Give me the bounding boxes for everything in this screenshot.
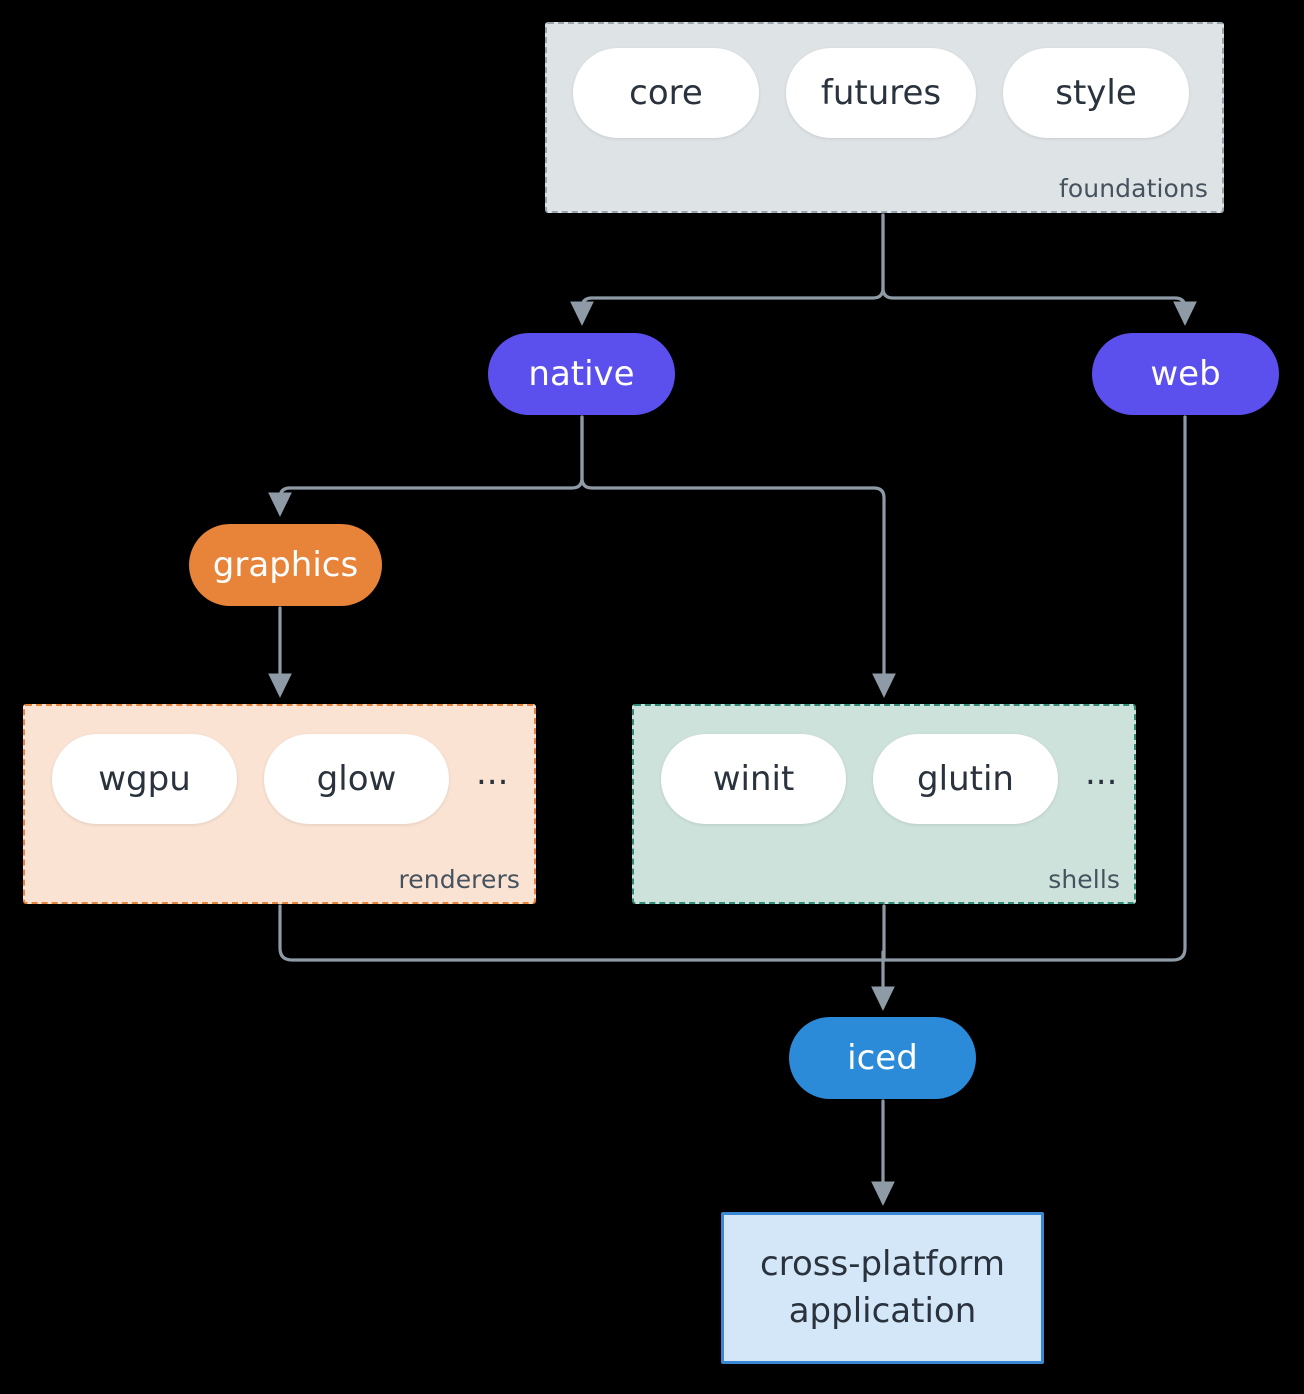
node-graphics[interactable]: graphics — [189, 524, 382, 606]
renderers-members: wgpu glow ... — [52, 734, 508, 824]
group-label-foundations: foundations — [1059, 174, 1208, 203]
leaf-style[interactable]: style — [1003, 48, 1189, 138]
edge-renderers-iced — [278, 904, 885, 962]
leaf-glow[interactable]: glow — [264, 734, 449, 824]
node-cross-platform-application[interactable]: cross-platform application — [721, 1212, 1044, 1364]
shells-members: winit glutin ... — [661, 734, 1117, 824]
group-renderers[interactable]: wgpu glow ... renderers — [23, 704, 536, 904]
leaf-futures[interactable]: futures — [786, 48, 976, 138]
edge-foundations-web — [881, 213, 1197, 326]
node-native[interactable]: native — [488, 333, 675, 415]
edge-native-shells — [580, 415, 896, 698]
application-line-1: cross-platform — [760, 1244, 1005, 1285]
leaf-wgpu[interactable]: wgpu — [52, 734, 237, 824]
renderers-overflow-ellipsis: ... — [476, 753, 509, 793]
edge-native-graphics — [268, 415, 584, 517]
node-iced[interactable]: iced — [789, 1017, 976, 1099]
group-label-shells: shells — [1048, 865, 1120, 894]
application-line-2: application — [788, 1291, 977, 1331]
foundations-members: core futures style — [573, 48, 1189, 138]
leaf-glutin[interactable]: glutin — [873, 734, 1058, 824]
group-shells[interactable]: winit glutin ... shells — [632, 704, 1136, 904]
group-foundations[interactable]: core futures style foundations — [545, 22, 1224, 213]
shells-overflow-ellipsis: ... — [1085, 753, 1118, 793]
leaf-core[interactable]: core — [573, 48, 759, 138]
leaf-winit[interactable]: winit — [661, 734, 846, 824]
group-label-renderers: renderers — [398, 865, 520, 894]
node-web[interactable]: web — [1092, 333, 1279, 415]
edge-foundations-native — [570, 213, 885, 326]
